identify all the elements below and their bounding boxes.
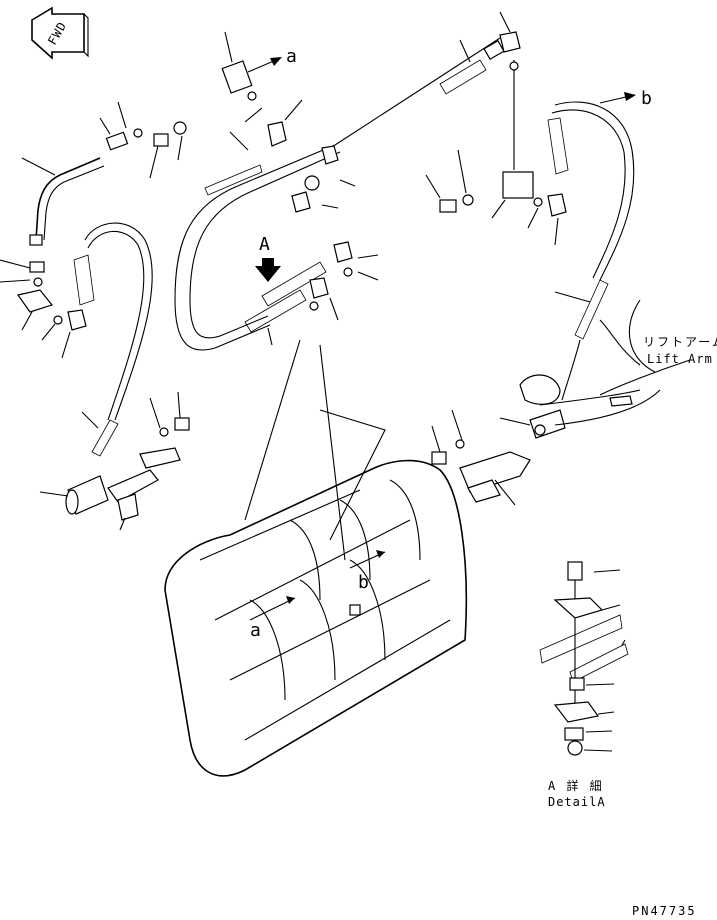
part-code: PN47735 [632,904,697,918]
detail-a-label-jp: A 詳 細 [548,778,604,793]
lift-arm-label-jp: リフトアーム [643,335,717,349]
arrow-to-a-icon [247,57,282,73]
label-a-detail-marker: A [259,234,270,255]
hydraulic-hose-left-loop-inner [189,151,341,339]
detail-a-pointer-arrow-icon [255,258,281,282]
hydraulic-hose-left-loop [174,144,336,351]
label-b-frame: b [358,572,369,593]
steel-tube-left [35,157,101,241]
loader-frame [164,459,468,777]
fwd-arrow-icon: FWD [31,6,89,60]
cylinder-right [431,279,661,503]
label-a-top: a [286,46,297,67]
cylinder-left [65,417,190,521]
arrow-to-b-icon [599,92,636,104]
label-a-frame: a [250,620,261,641]
fittings-left-cluster [16,234,95,331]
hydraulic-hose-right-loop [554,101,635,281]
hydraulic-hose-left-upper [84,222,153,421]
detail-a-inset [539,561,629,756]
detail-a-label-en: DetailA [548,795,606,809]
fittings-center-detail-a [244,241,353,333]
callout-leader-lines [0,11,641,531]
label-b-top: b [641,88,652,109]
fittings-top-left [105,60,287,196]
lift-arm-outline [628,299,656,373]
fittings-top-right [291,31,569,217]
fwd-label: FWD [45,19,69,47]
lift-arm-label-en: Lift Arm [647,352,713,366]
